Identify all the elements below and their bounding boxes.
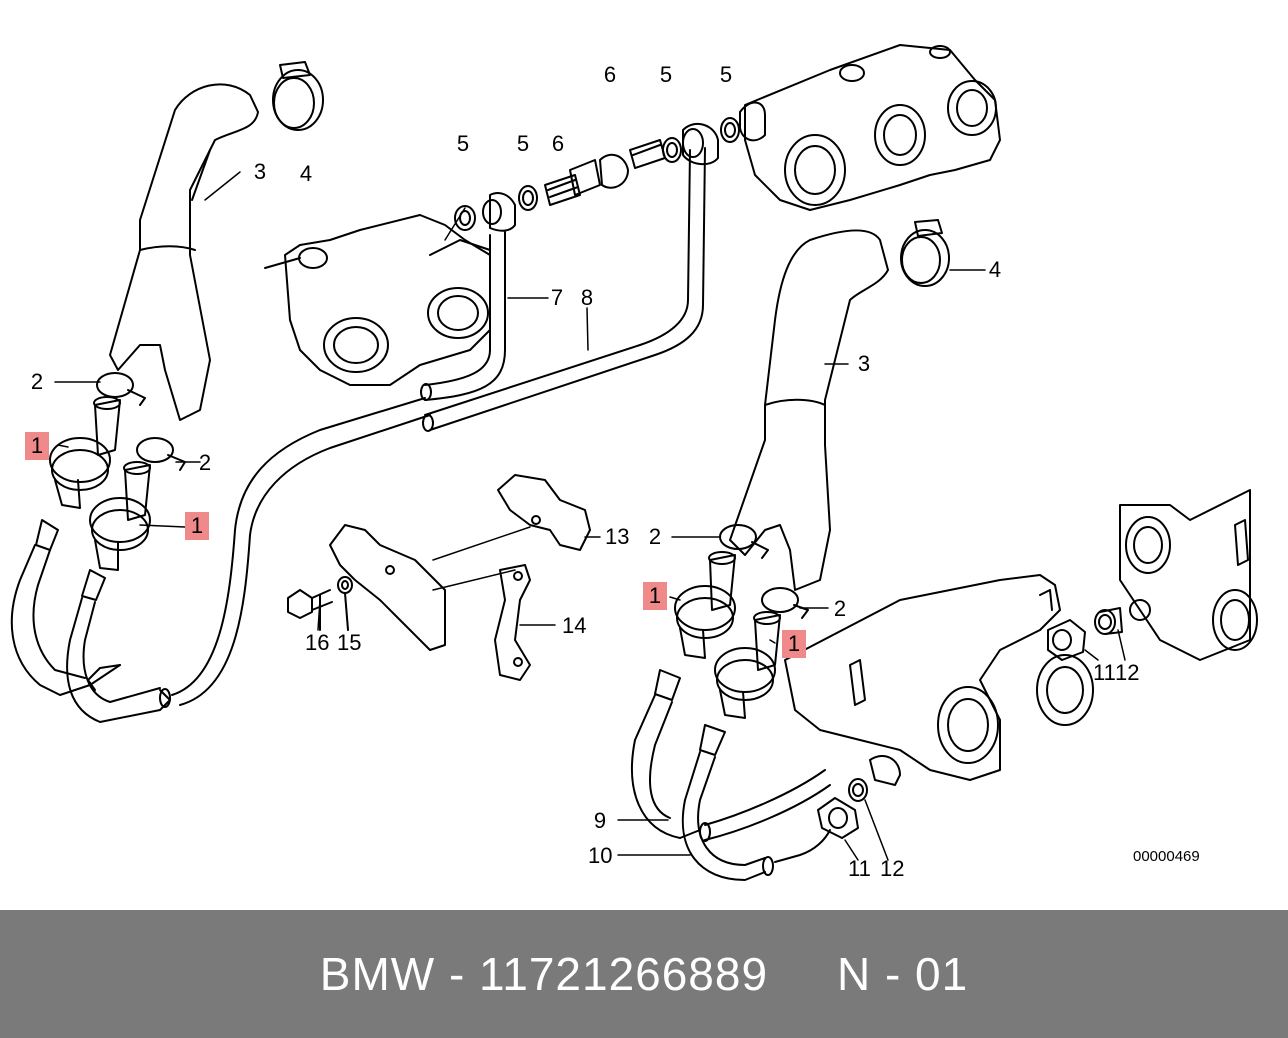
valve-1-right-lower (714, 611, 781, 719)
callout-5: 5 (719, 62, 733, 87)
callout-5: 5 (516, 131, 530, 156)
valve-1-left-upper (49, 396, 121, 509)
callout-4: 4 (988, 257, 1002, 282)
cylinder-head-right (1119, 489, 1258, 661)
leader-lines (54, 171, 1126, 861)
hoses-left-lower (10, 397, 431, 723)
fittings-row (454, 117, 740, 232)
bracket-13 (497, 474, 591, 551)
callout-9: 9 (593, 808, 607, 833)
parts-illustration (10, 44, 1258, 881)
callout-1[interactable]: 1 (185, 512, 209, 540)
diagram-reference-number: 00000469 (1133, 848, 1200, 865)
callout-7: 7 (550, 285, 564, 310)
callout-10: 10 (588, 843, 613, 868)
callout-11: 11 (1093, 660, 1116, 685)
callout-13: 13 (605, 524, 630, 549)
manifold-right-lower (784, 574, 1094, 781)
callout-3: 3 (857, 351, 871, 376)
callout-16: 16 (305, 630, 330, 655)
callout-1[interactable]: 1 (25, 432, 49, 460)
callout-4: 4 (299, 161, 313, 186)
washer-15 (337, 576, 353, 631)
callout-5: 5 (659, 62, 673, 87)
callout-6: 6 (603, 62, 617, 87)
callout-2: 2 (833, 596, 847, 621)
part-number-banner: BMW - 11721266889 N - 01 (0, 910, 1288, 1038)
parts-diagram: 1 1 1 1 2 2 2 2 3 3 4 4 5 5 5 5 6 6 7 8 … (10, 44, 1258, 881)
clamp-4-left (272, 61, 324, 131)
bolt-16 (287, 589, 333, 631)
callout-2: 2 (648, 524, 662, 549)
valve-1-right-upper (674, 551, 736, 659)
callout-11: 11 (848, 856, 871, 881)
clamp-4-right (900, 219, 950, 287)
callout-12: 12 (1115, 660, 1140, 685)
bracket-14 (329, 524, 531, 681)
callout-5: 5 (456, 131, 470, 156)
callout-2: 2 (198, 450, 212, 475)
pipe-7 (420, 231, 506, 401)
callout-3: 3 (253, 159, 267, 184)
callout-8: 8 (580, 285, 594, 310)
valve-1-left-lower (89, 461, 151, 571)
callout-2: 2 (30, 369, 44, 394)
hose-3-left (109, 83, 259, 421)
callout-12: 12 (880, 856, 905, 881)
callout-14: 14 (562, 613, 587, 638)
callout-15: 15 (337, 630, 362, 655)
part-number-text: BMW - 11721266889 N - 01 (319, 948, 969, 1000)
hose-3-right (729, 229, 889, 591)
callout-6: 6 (551, 131, 565, 156)
callout-1[interactable]: 1 (782, 630, 806, 658)
nuts-11-12 (817, 607, 1123, 839)
hoses-right-lower (631, 669, 831, 881)
manifold-left (264, 214, 491, 386)
callout-1[interactable]: 1 (643, 582, 667, 610)
manifold-right-upper (739, 44, 1001, 211)
